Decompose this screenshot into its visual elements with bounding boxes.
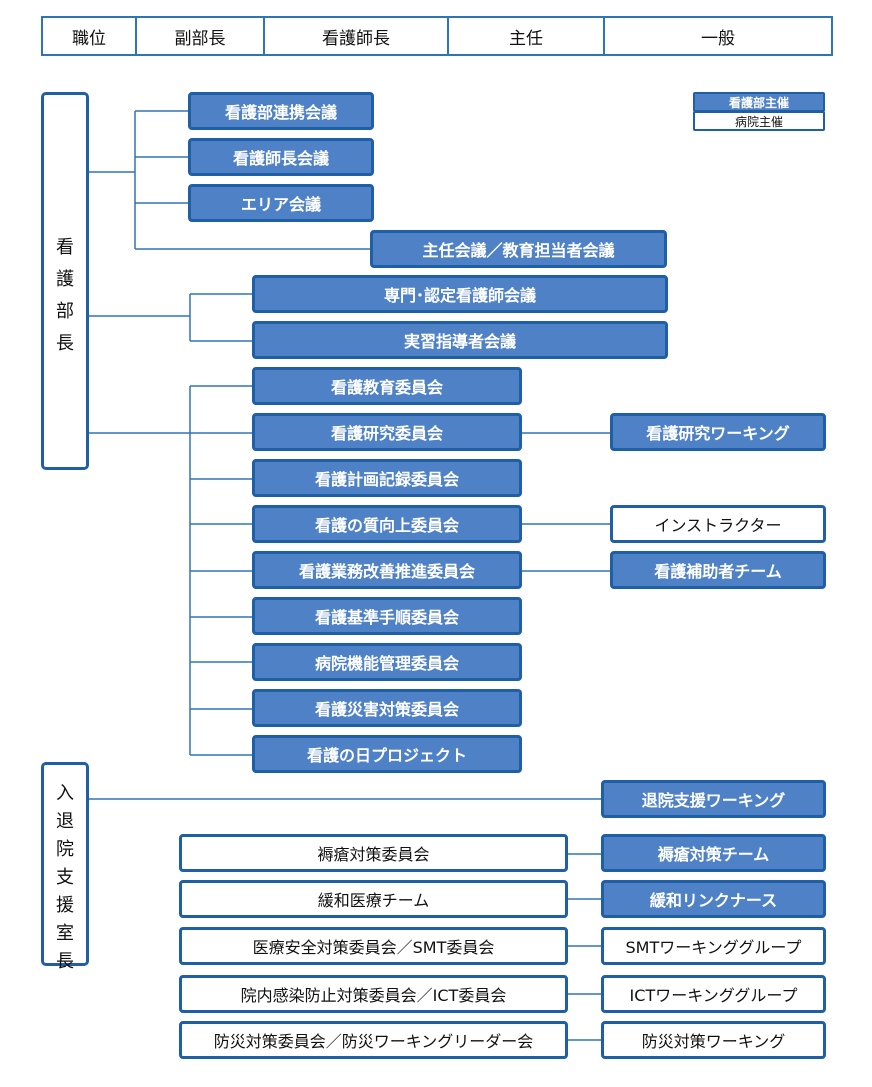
header-cell-general: 一般 [701,28,735,49]
node-nursing-day-project: 看護の日プロジェクト [252,735,522,773]
header-cell-head-nurse: 看護師長 [265,18,449,54]
node-renkei-meeting: 看護部連携会議 [188,92,374,130]
node-research-committee: 看護研究委員会 [252,413,522,451]
root-char: 部 [56,301,74,322]
node-assistant-team: 看護補助者チーム [610,551,826,589]
node-smt-working-group: SMTワーキンググループ [601,927,826,965]
node-infection-committee: 院内感染防止対策委員会／ICT委員会 [179,975,568,1013]
legend-hospital: 病院主催 [693,111,825,131]
node-area-meeting: エリア会議 [188,184,374,222]
root-char: 長 [56,333,74,354]
node-quality-committee: 看護の質向上委員会 [252,505,522,543]
root-char: 看 [56,237,74,258]
root-char: 援 [56,895,74,916]
node-specialist-meeting: 専門･認定看護師会議 [252,275,668,313]
node-education-committee: 看護教育委員会 [252,367,522,405]
node-standards-committee: 看護基準手順委員会 [252,597,522,635]
root-char: 護 [56,269,74,290]
node-chief-meeting: 主任会議／教育担当者会議 [370,230,667,268]
node-pressure-ulcer-team: 褥瘡対策チーム [601,834,826,872]
nursing-director-box: 看 護 部 長 [41,92,89,470]
node-practicum-meeting: 実習指導者会議 [252,321,668,359]
node-operations-committee: 看護業務改善推進委員会 [252,551,522,589]
position-header-row: 職位 副部長 看護師長 主任 一般 [41,16,833,56]
node-pressure-ulcer-committee: 褥瘡対策委員会 [179,834,568,872]
node-discharge-working: 退院支援ワーキング [601,780,826,818]
header-cell-position: 職位 [43,18,137,54]
node-disaster-prevention-committee: 防災対策委員会／防災ワーキングリーダー会 [179,1021,568,1059]
header-cell-chief: 主任 [449,18,605,54]
node-palliative-link-nurse: 緩和リンクナース [601,880,826,918]
node-palliative-team: 緩和医療チーム [179,880,568,918]
discharge-office-head-box: 入 退 院 支 援 室 長 [41,762,89,972]
root-char: 院 [56,839,74,860]
node-ict-working-group: ICTワーキンググループ [601,975,826,1013]
root-char: 退 [56,811,74,832]
node-research-working: 看護研究ワーキング [610,413,826,451]
node-head-nurse-meeting: 看護師長会議 [188,138,374,176]
node-disaster-working: 防災対策ワーキング [601,1021,826,1059]
root-char: 支 [56,867,74,888]
node-safety-committee: 医療安全対策委員会／SMT委員会 [179,927,568,965]
node-hospital-function-committee: 病院機能管理委員会 [252,643,522,681]
node-disaster-committee: 看護災害対策委員会 [252,689,522,727]
root-char: 室 [56,923,74,944]
node-care-plan-committee: 看護計画記録委員会 [252,459,522,497]
legend-nursing-dept: 看護部主催 [693,92,825,112]
root-char: 長 [56,951,74,972]
root-char: 入 [56,783,74,804]
node-instructor: インストラクター [610,505,826,543]
header-cell-deputy-director: 副部長 [137,18,265,54]
